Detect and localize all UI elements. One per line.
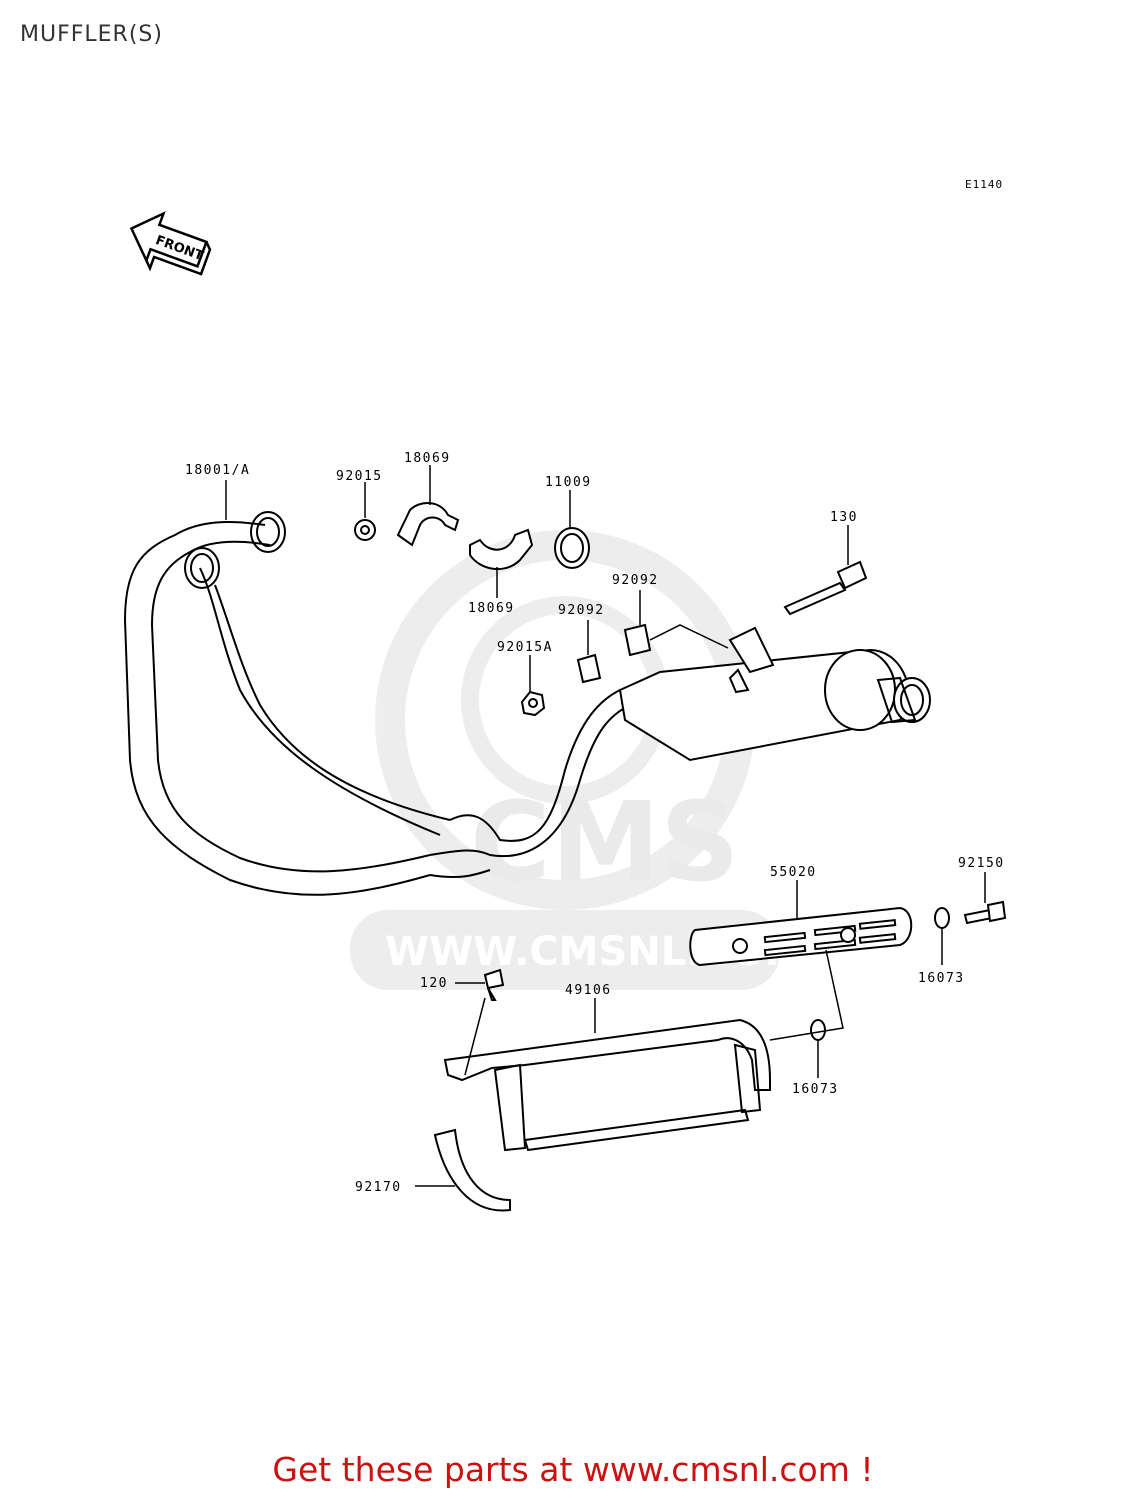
page-title: MUFFLER(S) — [20, 22, 163, 47]
footer-link[interactable]: Get these parts at www.cmsnl.com ! — [272, 1450, 874, 1489]
exhaust-header-pipes — [123, 511, 631, 896]
watermark-brand: CMS — [470, 778, 739, 906]
part-label[interactable]: 18001/A — [185, 463, 250, 478]
part-label[interactable]: 92015A — [497, 640, 553, 655]
leader-lines — [225, 465, 986, 1187]
small-parts — [354, 502, 1007, 1212]
part-label[interactable]: 92150 — [958, 856, 1005, 871]
part-label[interactable]: 130 — [830, 510, 858, 525]
part-label[interactable]: 16073 — [918, 971, 965, 986]
part-label[interactable]: 16073 — [792, 1082, 839, 1097]
diagram-code: E1140 — [965, 178, 1004, 191]
part-label[interactable]: 18069 — [404, 451, 451, 466]
part-label[interactable]: 18069 — [468, 601, 515, 616]
part-label[interactable]: 92092 — [612, 573, 659, 588]
part-label[interactable]: 92092 — [558, 603, 605, 618]
muffler-body — [618, 626, 931, 762]
part-label[interactable]: 55020 — [770, 865, 817, 880]
part-label[interactable]: 120 — [420, 976, 448, 991]
part-label[interactable]: 11009 — [545, 475, 592, 490]
part-label[interactable]: 92015 — [336, 469, 383, 484]
part-label[interactable]: 92170 — [355, 1180, 402, 1195]
part-labels: 18001/A 92015 18069 11009 130 18069 9209… — [185, 451, 1005, 1195]
front-arrow-icon: FRONT — [129, 211, 212, 276]
part-label[interactable]: 49106 — [565, 983, 612, 998]
